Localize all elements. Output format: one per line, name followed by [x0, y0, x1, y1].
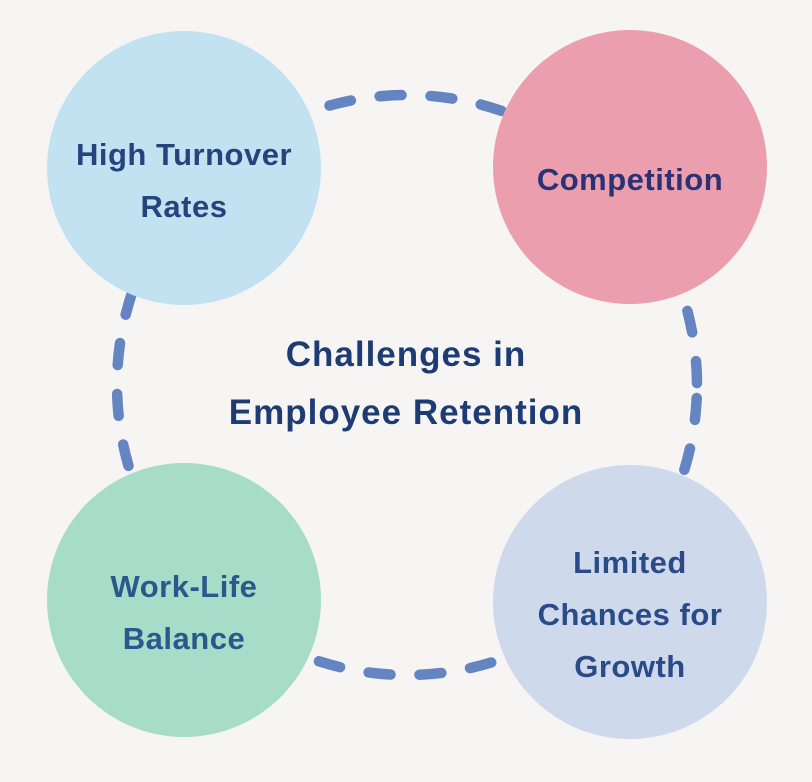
diagram-title-line-2: Employee Retention	[228, 393, 584, 432]
node-competition: Competition	[493, 30, 767, 304]
node-label-work-life-balance: Work-Life Balance	[110, 569, 258, 656]
diagram-title-line-1: Challenges in	[285, 335, 527, 374]
diagram-title: Challenges in Employee Retention	[0, 326, 812, 442]
node-limited-chances-for-growth: Limited Chances for Growth	[493, 465, 767, 739]
node-label-high-turnover-rates: High Turnover Rates	[75, 137, 293, 224]
node-high-turnover-rates: High Turnover Rates	[47, 31, 321, 305]
node-label-competition: Competition	[536, 162, 724, 197]
node-work-life-balance: Work-Life Balance	[47, 463, 321, 737]
node-label-limited-chances-for-growth: Limited Chances for Growth	[537, 545, 723, 684]
dashed-ring-circle	[111, 89, 703, 681]
